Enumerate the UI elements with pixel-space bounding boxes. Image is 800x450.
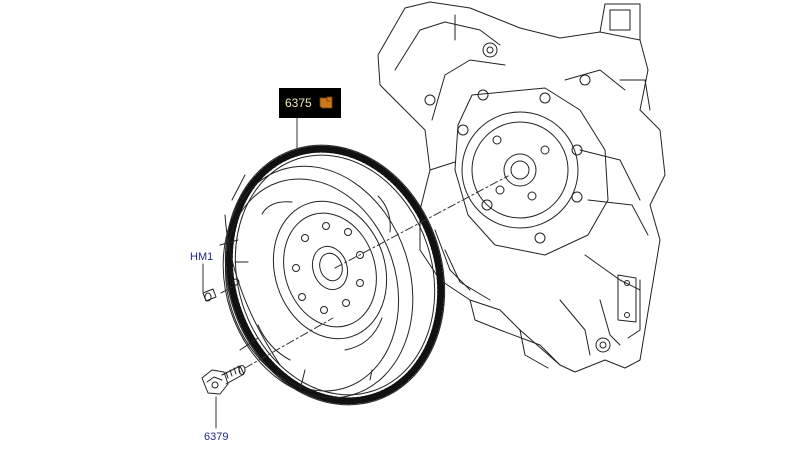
document-icon: [319, 96, 333, 109]
engine-block-housing: [377, 1, 666, 373]
flywheel-bolt: [201, 365, 246, 395]
callout-leaders: [202, 117, 298, 429]
part-number-6379[interactable]: 6379: [204, 431, 229, 443]
callout-6375-box[interactable]: 6375: [279, 88, 341, 118]
part-number-hm1[interactable]: HM1: [190, 251, 214, 263]
flywheel-assembly: [219, 144, 446, 406]
dowel-pin: [202, 288, 217, 302]
part-number-6375: 6375: [285, 96, 312, 110]
crankshaft-seal-plate: [454, 87, 609, 256]
assembly-centerlines: [220, 175, 509, 369]
